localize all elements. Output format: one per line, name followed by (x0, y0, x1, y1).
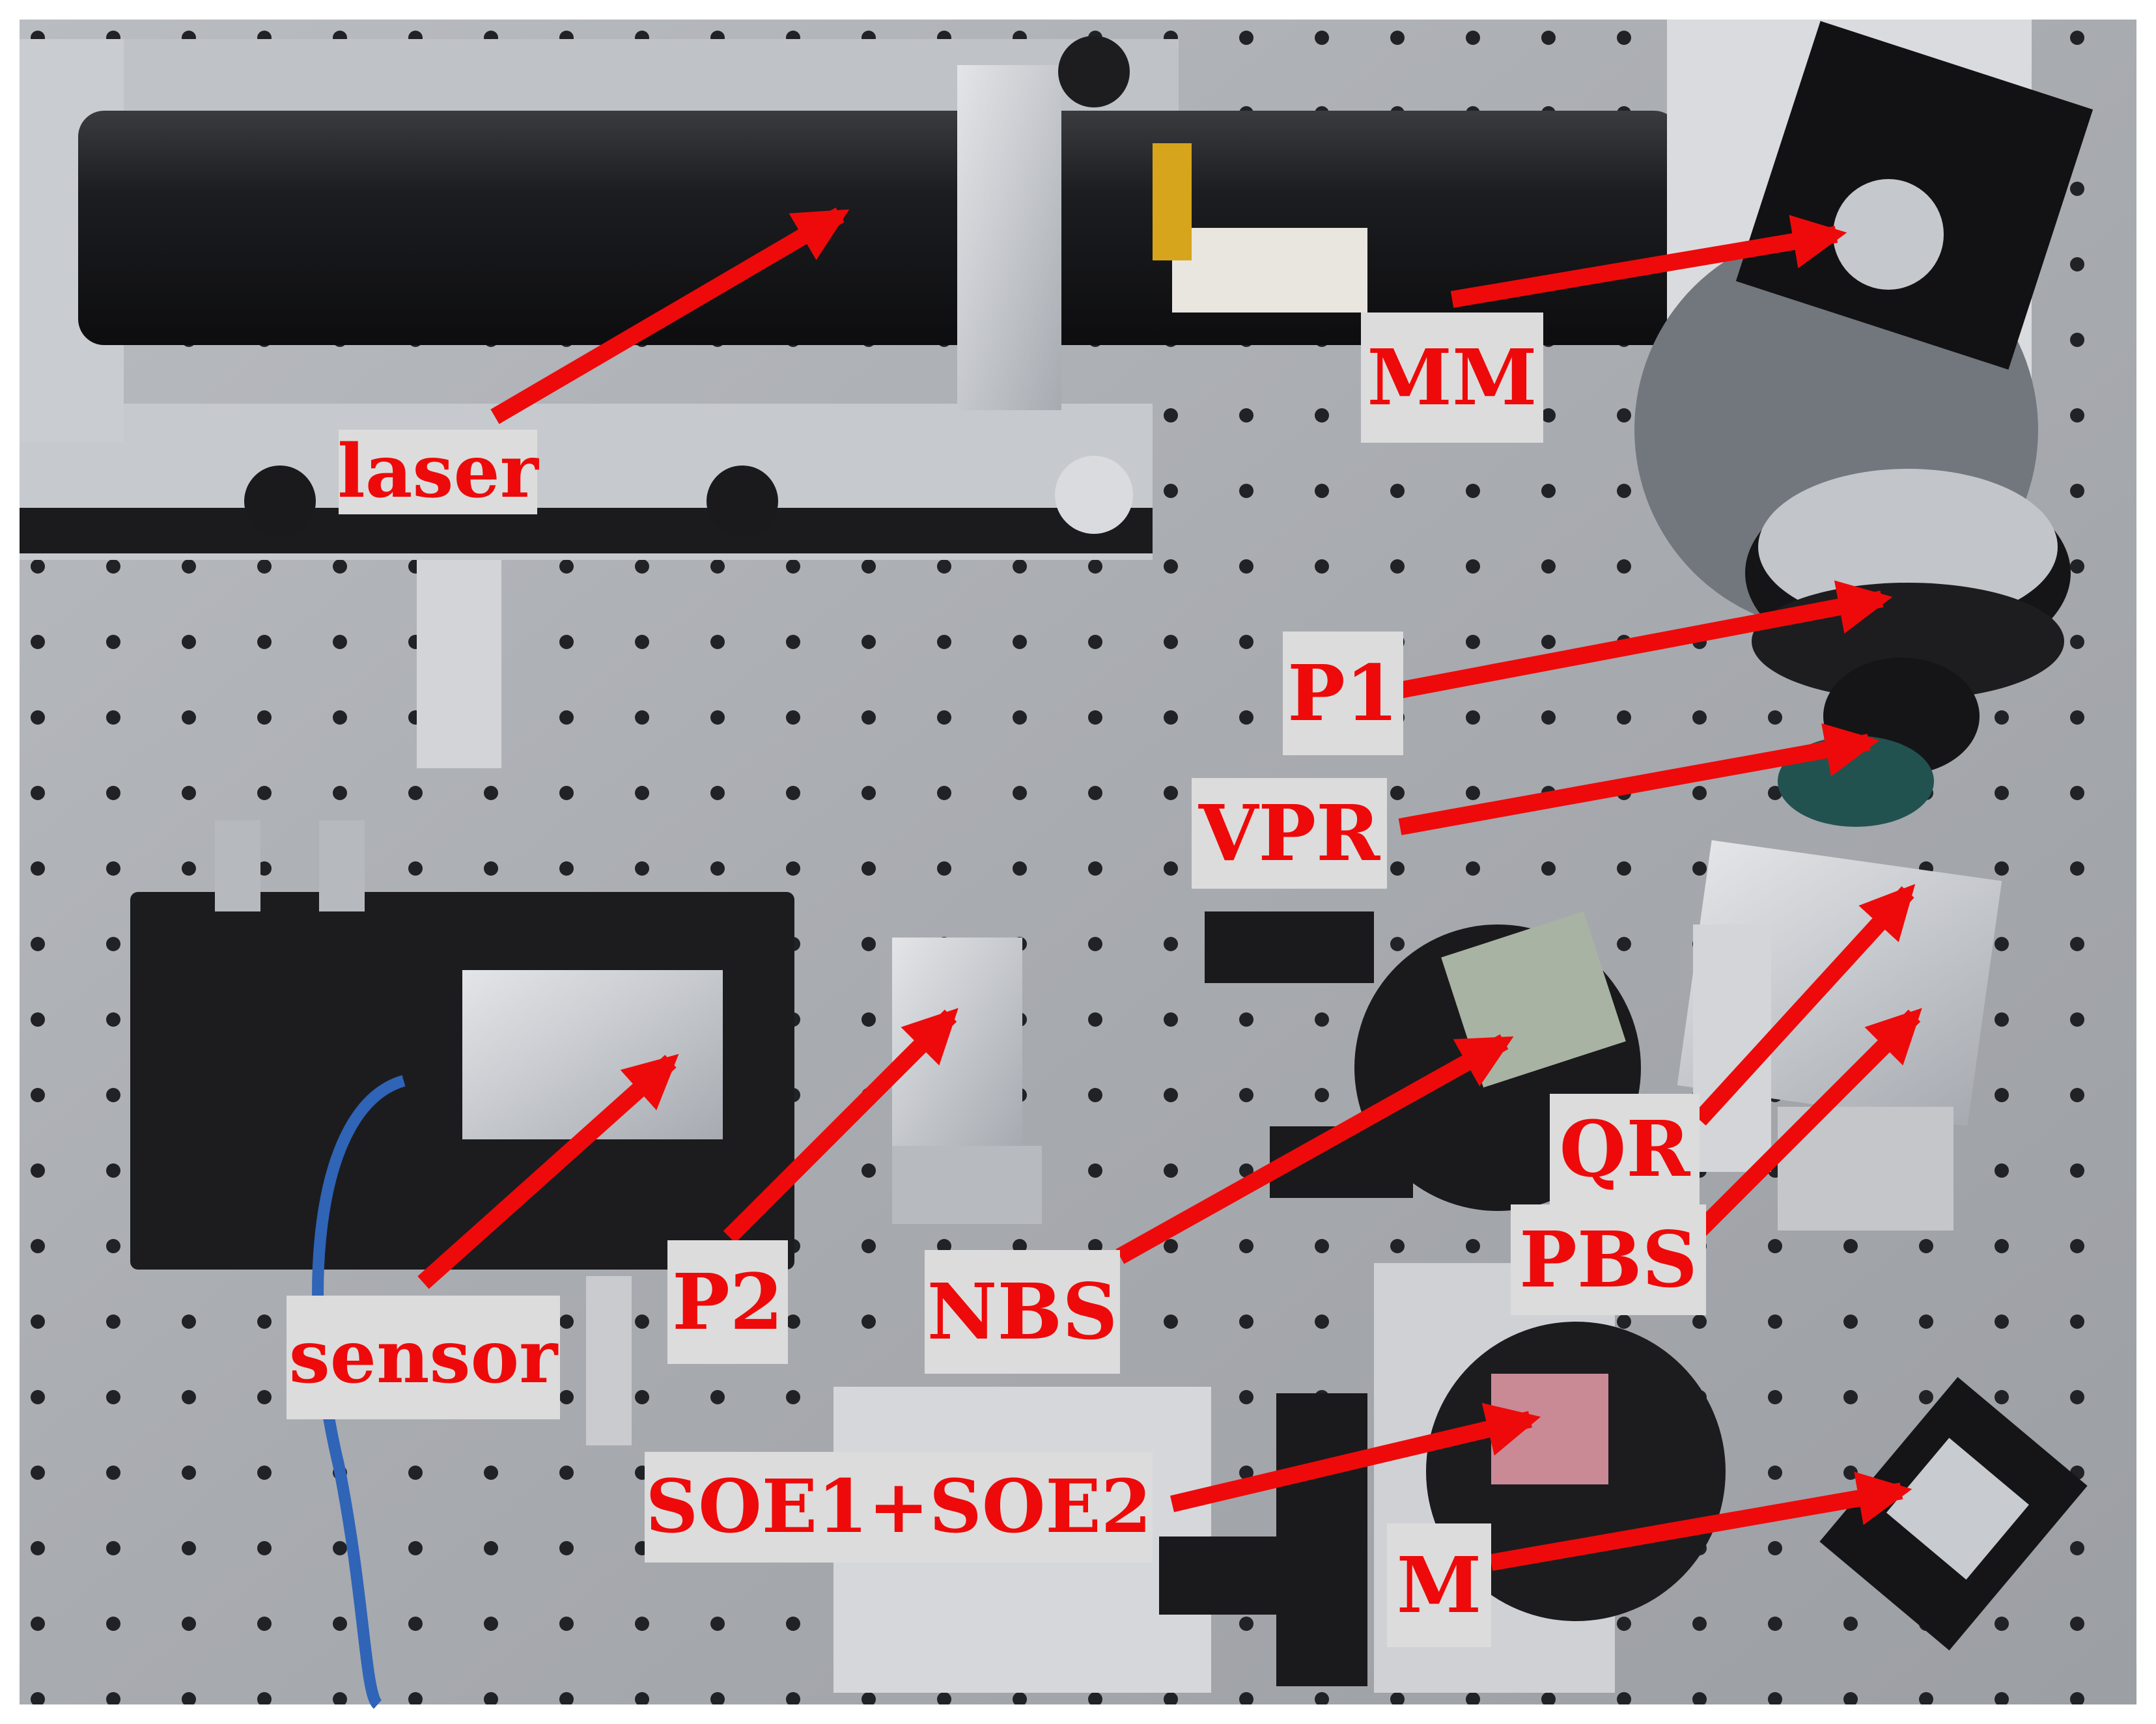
arrow-nbs (1115, 1034, 1514, 1264)
arrow-vpr (1398, 723, 1880, 835)
label-soe: SOE1+SOE2 (645, 1452, 1153, 1563)
polarizer-p2 (892, 938, 1042, 1224)
label-p1: P1 (1283, 632, 1403, 755)
arrow-soe (1170, 1402, 1541, 1512)
label-laser: laser (337, 429, 539, 514)
label-mm: MM (1361, 313, 1543, 443)
mirror-m (1819, 1377, 2088, 1650)
arrow-p2 (723, 1008, 959, 1244)
arrow-mm (1450, 215, 1847, 308)
label-p2: P2 (667, 1240, 788, 1364)
label-nbs: NBS (925, 1250, 1120, 1374)
annotation-arrows (417, 207, 1922, 1571)
label-qr: QR (1550, 1094, 1700, 1204)
arrow-pbs (1693, 1008, 1922, 1237)
arrow-laser (490, 207, 850, 424)
label-sensor: sensor (287, 1296, 560, 1419)
arrow-qr (1693, 883, 1916, 1126)
label-vpr: VPR (1192, 778, 1387, 889)
sensor-stage (130, 820, 794, 1709)
polarizer-p1 (1745, 469, 2071, 700)
arrow-sensor (417, 1053, 679, 1289)
label-pbs: PBS (1511, 1204, 1706, 1315)
label-m: M (1387, 1523, 1491, 1647)
laser-assembly (20, 36, 1680, 768)
arrow-m (1489, 1471, 1912, 1571)
arrow-p1 (1398, 580, 1893, 699)
